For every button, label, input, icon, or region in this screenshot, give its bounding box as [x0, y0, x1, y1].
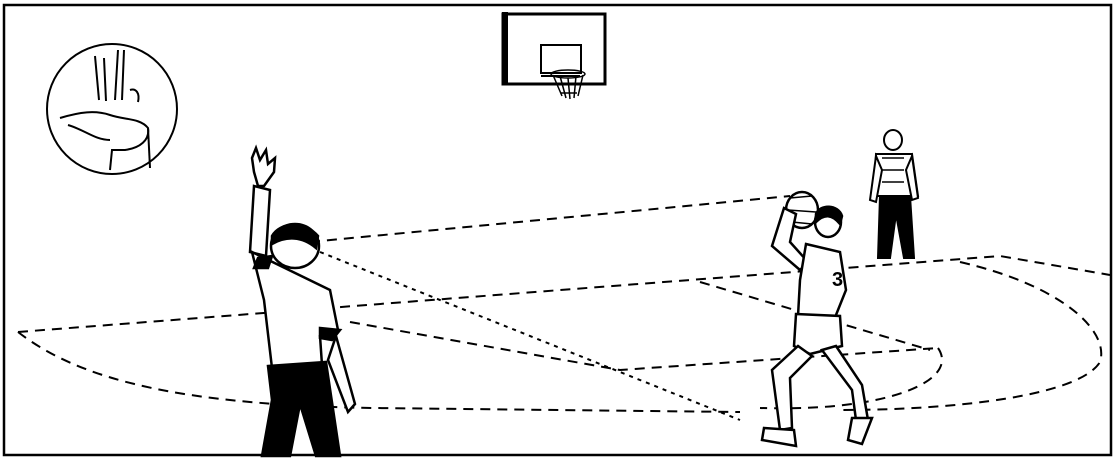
jersey-number: 3	[832, 269, 843, 291]
